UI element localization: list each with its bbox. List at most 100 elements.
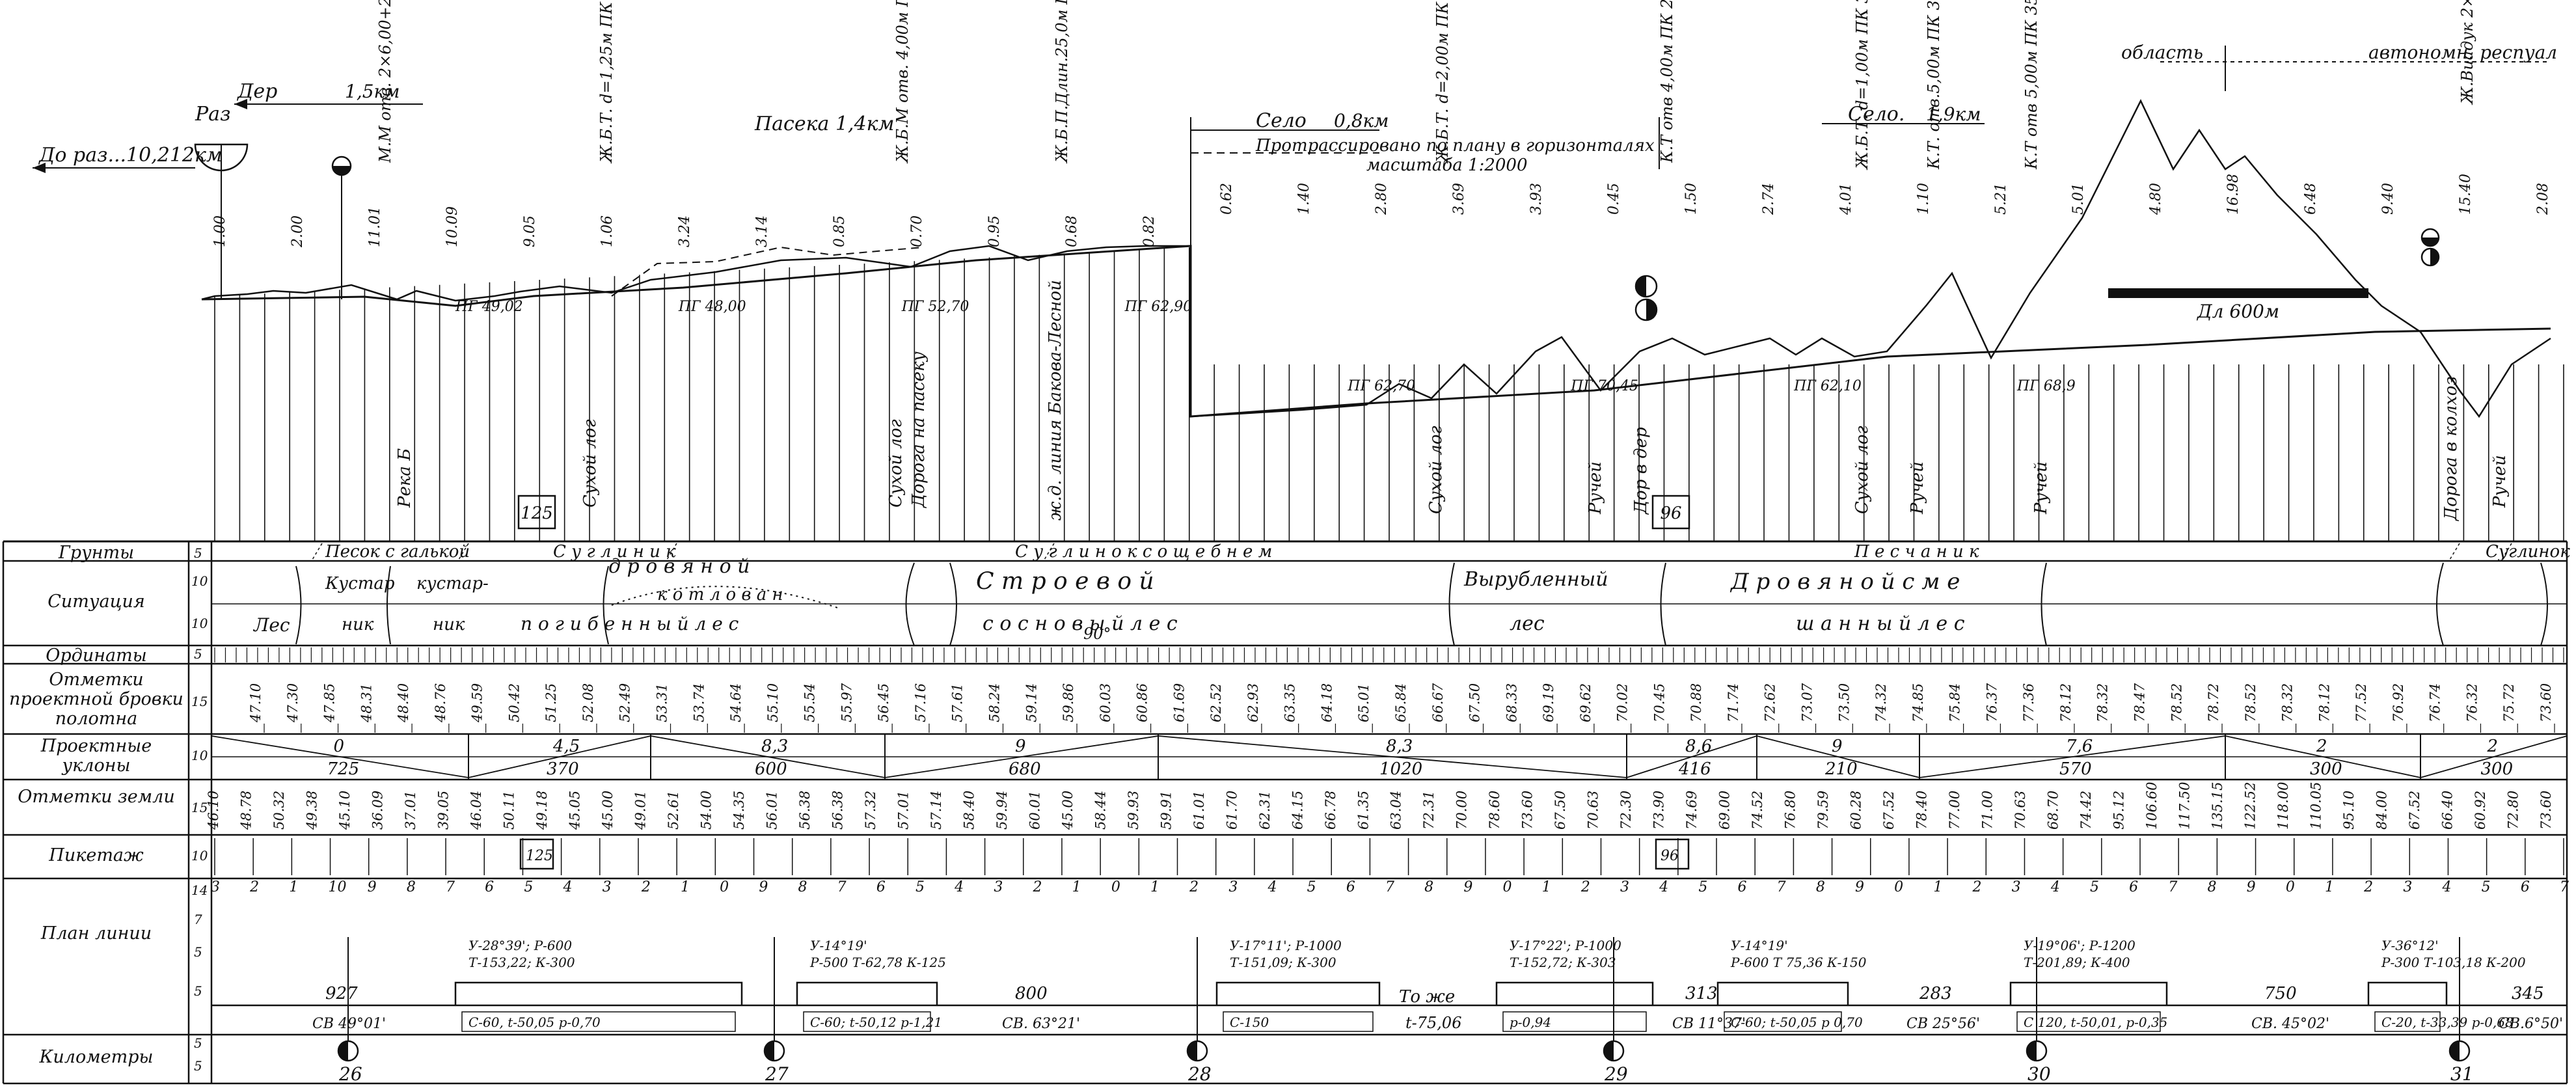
svg-text:15: 15 (191, 800, 208, 815)
design-mark: 60.03 (1098, 683, 1113, 722)
sit-les-2: лес (1510, 612, 1545, 635)
slope-value: 9 (1832, 737, 1843, 756)
ground-mark: 60.92 (2473, 791, 2488, 830)
raz-label: Раз (195, 103, 230, 126)
piket-number: 0 (2286, 879, 2295, 895)
to-raz-label: До раз...10,212км (38, 144, 223, 167)
curve-params: Р-300 Т-103,18 К-200 (2381, 955, 2526, 970)
slope-length: 1020 (1379, 759, 1422, 779)
piket-number: 1 (1150, 879, 1159, 895)
sit-shanny: ш а н н ы й л е с (1796, 612, 1965, 635)
slope-length: 570 (2059, 759, 2092, 779)
piket-number: 9 (1855, 879, 1864, 895)
design-mark: 50.42 (506, 683, 522, 722)
ground-mark: 45.10 (337, 791, 353, 830)
grunty-label: П е с ч а н и к (1854, 542, 1979, 562)
label-dry-log-4: Сухой лог (1852, 426, 1872, 514)
straight-direction: СВ.6°50' (2499, 1016, 2563, 1032)
curve-transition: р-0,94 (1510, 1014, 1551, 1030)
ground-mark: 45.00 (600, 791, 616, 830)
label-reka: Река Б (395, 448, 414, 508)
ground-mark: 67.52 (1881, 791, 1897, 830)
ground-mark: 78.40 (1914, 791, 1930, 830)
ground-mark: 66.78 (1323, 791, 1338, 830)
design-mark: 49.59 (470, 683, 485, 723)
ground-mark: 64.15 (1290, 791, 1305, 830)
km-number: 27 (765, 1063, 789, 1085)
profile-ordinate-value: 11.01 (367, 206, 383, 247)
piket-number: 1 (1072, 879, 1081, 895)
svg-text:5: 5 (194, 646, 202, 662)
label-ruchey-1: Ручей (1586, 461, 1605, 515)
design-mark: 47.10 (248, 683, 264, 723)
label-ruchey-2: Ручей (1908, 461, 1927, 515)
design-mark: 77.52 (2353, 683, 2369, 722)
ground-mark: 72.30 (1618, 791, 1634, 830)
structure-annotation: Ж.Виадук 2×25,00м ПК 363+60 (2458, 0, 2476, 105)
profile-ordinate-value: 2.80 (1374, 183, 1390, 215)
design-mark: 63.35 (1282, 683, 1298, 722)
design-mark: 78.32 (2095, 683, 2111, 722)
ground-mark: 60.28 (1849, 791, 1864, 830)
km-number: 31 (2450, 1063, 2474, 1085)
design-mark: 57.16 (913, 683, 929, 722)
design-mark: 76.74 (2428, 683, 2443, 722)
design-mark: 66.67 (1430, 683, 1446, 722)
design-mark: 71.74 (1726, 683, 1741, 722)
design-mark: 78.52 (2243, 683, 2258, 722)
sit-angle: 90° (1083, 625, 1111, 643)
ground-mark: 58.44 (1092, 791, 1108, 830)
design-mark: 51.25 (543, 683, 559, 722)
curve-params: Т-153,22; К-300 (468, 955, 575, 970)
viaduct-bar (2108, 288, 2368, 298)
ground-mark: 117.50 (2177, 782, 2193, 830)
sit-drovyanoy: д р о в я н о й (608, 555, 750, 578)
ground-mark: 70.63 (2013, 791, 2028, 830)
curve-transition: С-60, t-50,05 р-0,70 (468, 1014, 601, 1030)
design-mark: 69.19 (1541, 683, 1556, 722)
piket-number: 4 (1268, 879, 1277, 895)
slope-value: 8,3 (1386, 737, 1413, 756)
profile-ordinate-value: 2.00 (290, 215, 306, 248)
svg-text:5: 5 (194, 983, 202, 999)
profile-ordinate-value: 9.05 (522, 215, 538, 247)
ground-mark: 72.31 (1421, 791, 1437, 830)
row-label-situaciya: Ситуация (47, 592, 145, 612)
piket-number: 9 (368, 879, 377, 895)
selo2-km: 1,9км (1926, 103, 1981, 125)
profile-ordinate-value: 4.01 (1838, 183, 1854, 215)
piket-number: 6 (876, 879, 886, 895)
svg-text:7: 7 (194, 912, 202, 927)
profile-ordinate-value: 0.85 (832, 215, 848, 247)
piket-number: 4 (563, 879, 573, 895)
curve-angle: У-17°22'; Р-1000 (1510, 938, 1621, 953)
profile-ordinate-value: 1.40 (1296, 183, 1312, 215)
slope-length: 680 (1009, 759, 1041, 779)
ground-mark: 110.05 (2309, 782, 2324, 830)
ground-mark: 45.00 (1060, 791, 1076, 830)
pg-label: ПГ 70,45 (1570, 378, 1638, 394)
ground-mark: 72.80 (2506, 791, 2521, 830)
ground-mark: 56.01 (764, 791, 780, 830)
design-mark: 64.18 (1319, 683, 1335, 722)
design-mark: 74.85 (1910, 683, 1926, 722)
piket-number: 2 (249, 879, 259, 895)
pg-label: ПГ 49,02 (455, 299, 523, 315)
piket-box-label: 125 (526, 848, 553, 864)
ground-mark: 74.42 (2078, 791, 2094, 830)
profile-ordinate-value: 3.69 (1451, 183, 1467, 215)
straight-direction: СВ. 63°21' (1002, 1016, 1080, 1032)
design-mark: 73.50 (1836, 683, 1852, 722)
label-road-kolkhoz: Дорога в колхоз (2441, 376, 2461, 521)
design-mark: 55.97 (839, 683, 854, 722)
curve-transition: С-60; t-50,05 р 0,70 (1731, 1014, 1863, 1030)
design-mark: 59.86 (1061, 683, 1076, 722)
grunty-label: С у г л и н и к (553, 542, 676, 562)
ground-mark: 76.80 (1783, 791, 1798, 830)
sit-stroevoy: С т р о е в о й (976, 568, 1154, 595)
profile-box-2 (1651, 495, 1690, 530)
design-mark: 67.50 (1467, 683, 1483, 722)
slope-value: 2 (2487, 737, 2499, 756)
